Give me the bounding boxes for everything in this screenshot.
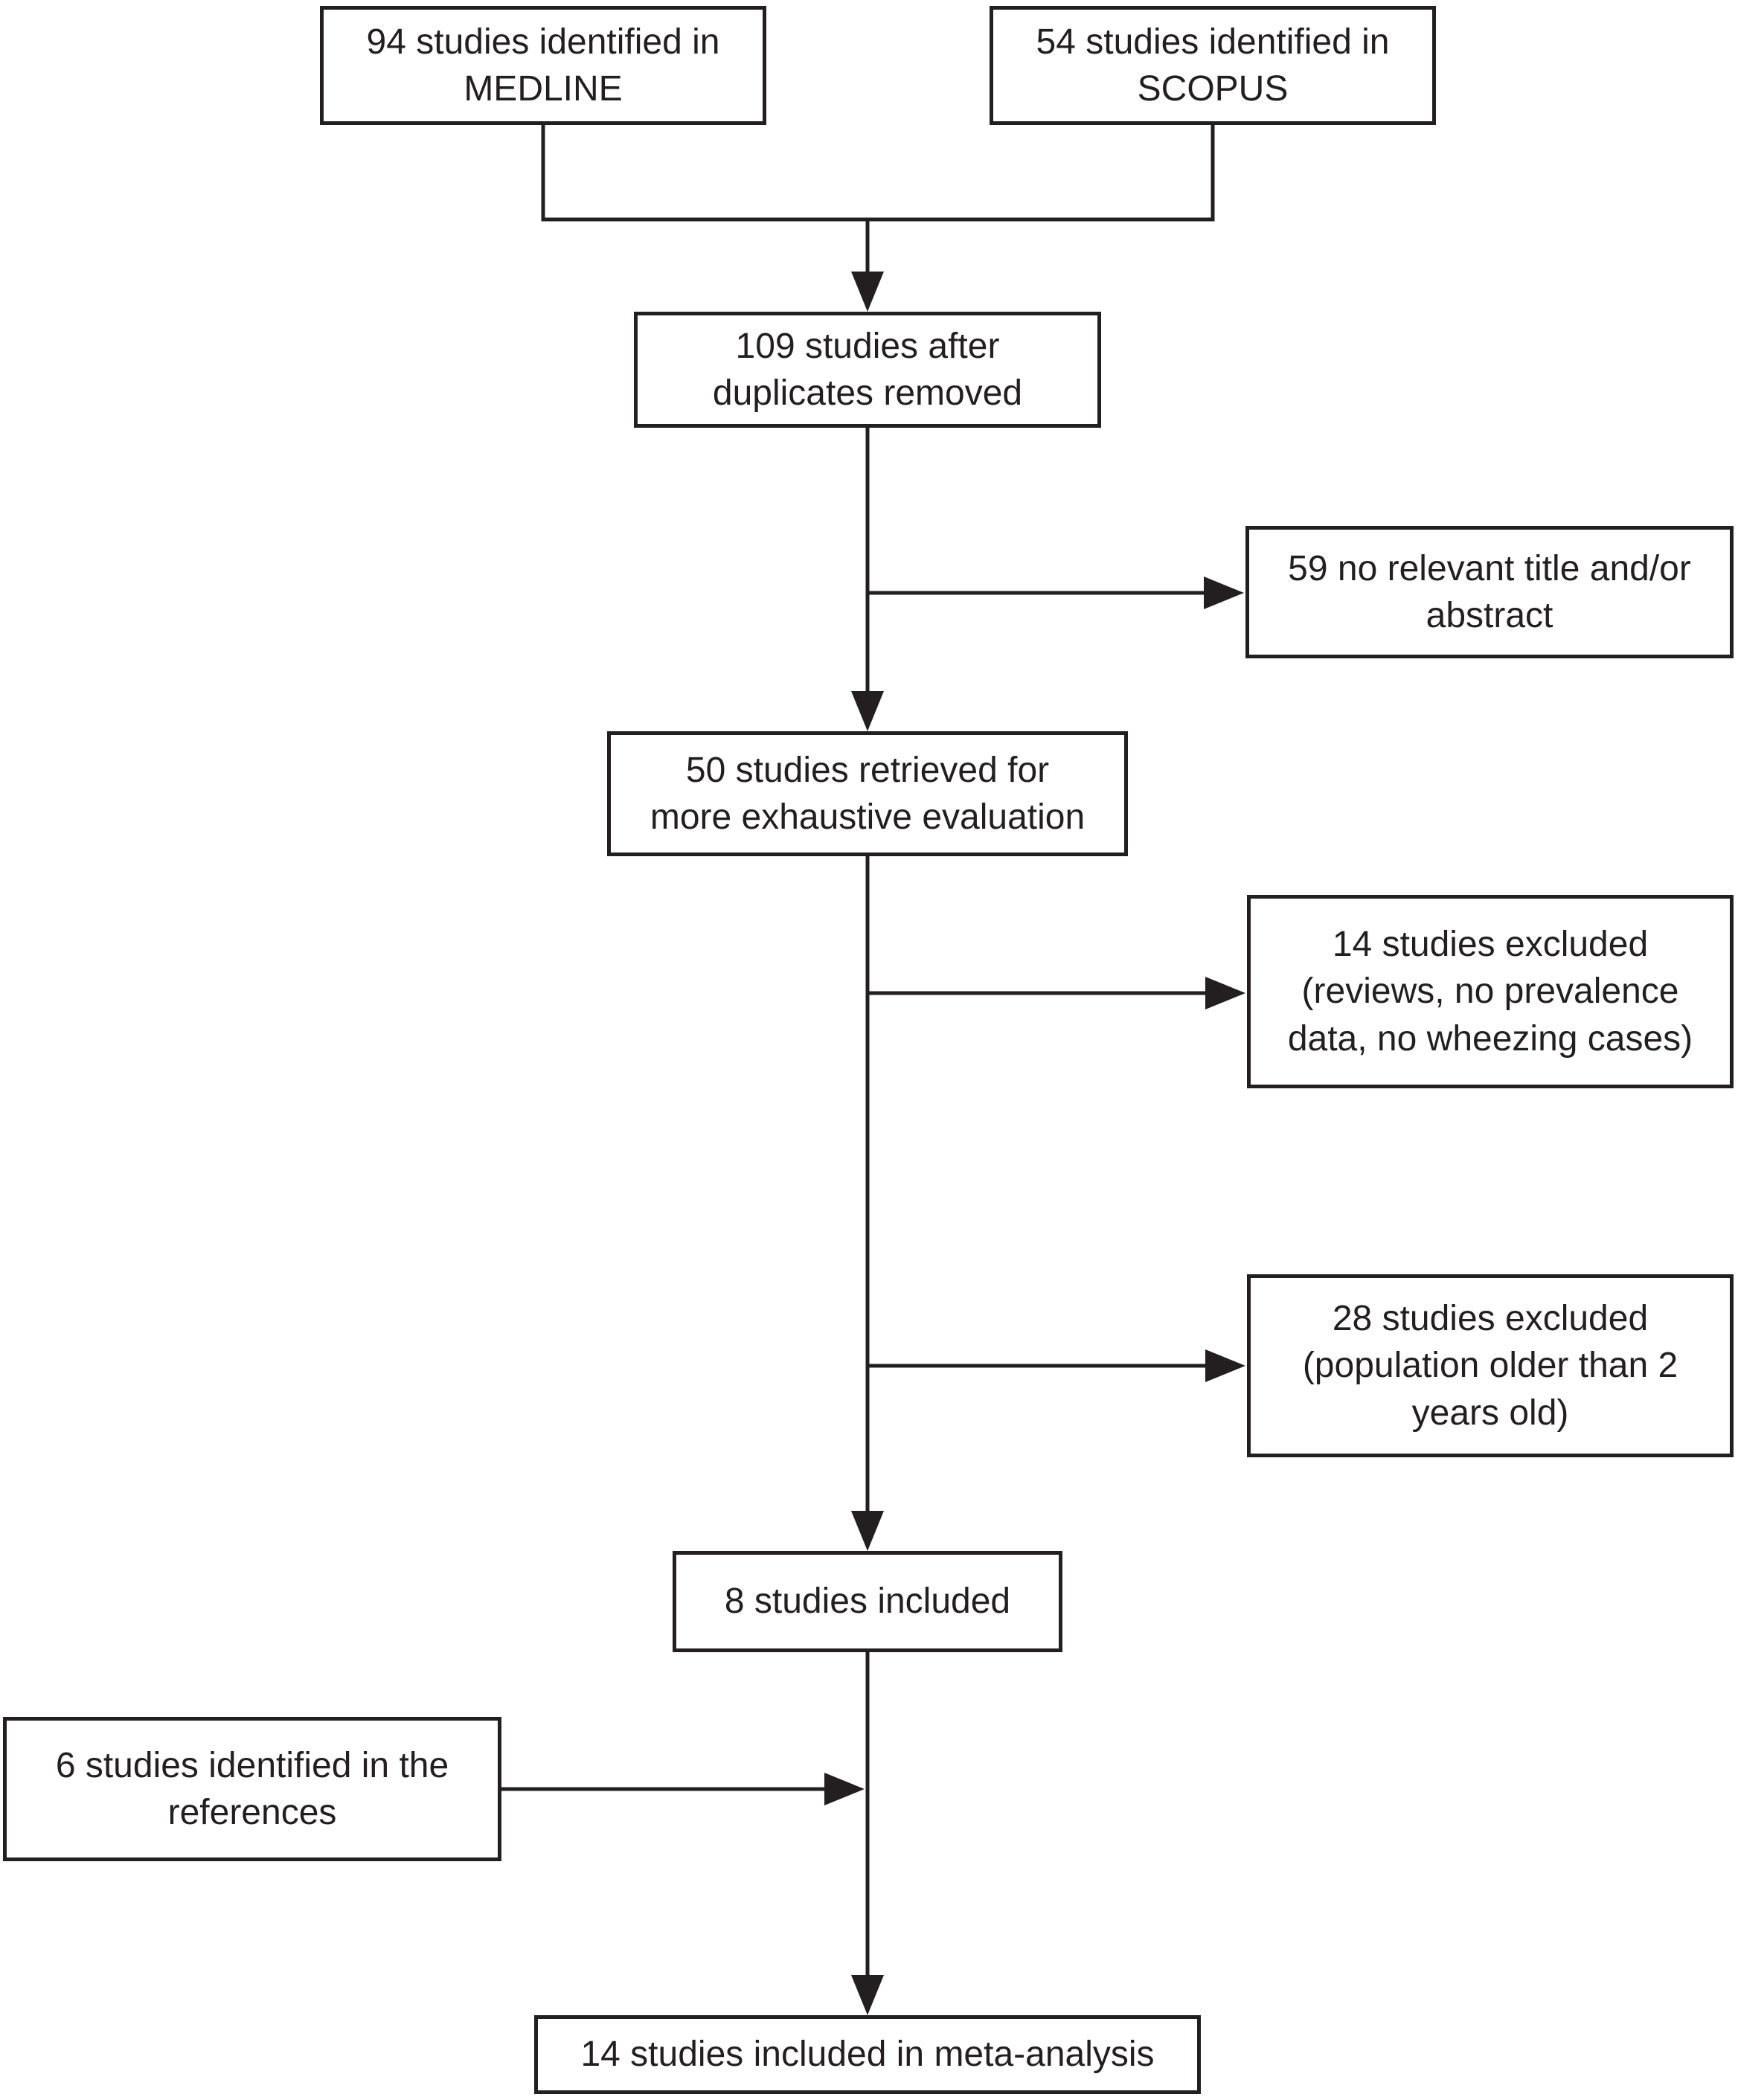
node-duplicates-removed: 109 studies after duplicates removed bbox=[634, 312, 1101, 428]
node-no-relevant-title: 59 no relevant title and/or abstract bbox=[1245, 526, 1734, 658]
node-identified-in-references-label: 6 studies identified in the references bbox=[55, 1745, 449, 1832]
node-medline-label: 94 studies identified in MEDLINE bbox=[366, 22, 720, 109]
node-identified-in-references: 6 studies identified in the references bbox=[3, 1717, 501, 1861]
node-excluded-reviews: 14 studies excluded (reviews, no prevale… bbox=[1247, 895, 1734, 1088]
arrowhead-to-retrieved bbox=[851, 691, 884, 731]
node-excluded-reviews-label: 14 studies excluded (reviews, no prevale… bbox=[1287, 924, 1693, 1059]
node-retrieved-for-evaluation-label: 50 studies retrieved for more exhaustive… bbox=[650, 750, 1086, 837]
arrowhead-to-excluded-14 bbox=[1205, 977, 1245, 1009]
node-studies-included-label: 8 studies included bbox=[724, 1582, 1011, 1622]
node-studies-included: 8 studies included bbox=[673, 1551, 1062, 1652]
node-duplicates-removed-label: 109 studies after duplicates removed bbox=[712, 326, 1023, 413]
node-included-in-meta-analysis-label: 14 studies included in meta-analysis bbox=[580, 2035, 1155, 2075]
arrowhead-references-merge bbox=[824, 1773, 865, 1805]
arrowhead-to-excluded-28 bbox=[1205, 1349, 1245, 1382]
arrowhead-to-included bbox=[851, 1511, 884, 1551]
node-scopus-label: 54 studies identified in SCOPUS bbox=[1036, 22, 1390, 109]
arrowhead-to-no-relevant bbox=[1204, 577, 1244, 609]
node-medline: 94 studies identified in MEDLINE bbox=[320, 6, 766, 125]
node-excluded-population-label: 28 studies excluded (population older th… bbox=[1302, 1298, 1678, 1433]
arrowhead-to-duplicates bbox=[851, 272, 884, 312]
node-retrieved-for-evaluation: 50 studies retrieved for more exhaustive… bbox=[607, 731, 1128, 856]
node-no-relevant-title-label: 59 no relevant title and/or abstract bbox=[1288, 548, 1691, 635]
node-excluded-population: 28 studies excluded (population older th… bbox=[1247, 1274, 1734, 1457]
node-included-in-meta-analysis: 14 studies included in meta-analysis bbox=[534, 2015, 1201, 2094]
arrowhead-to-meta bbox=[851, 1975, 884, 2015]
node-scopus: 54 studies identified in SCOPUS bbox=[990, 6, 1436, 125]
